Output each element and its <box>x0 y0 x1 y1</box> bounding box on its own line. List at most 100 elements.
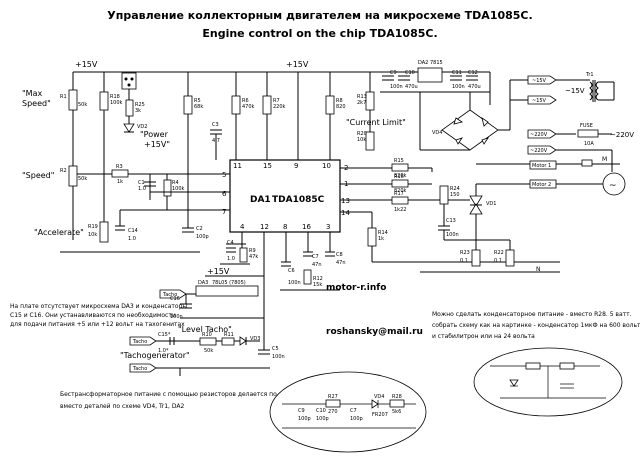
value-label: 1.0 <box>128 236 136 242</box>
pin-label: 11 <box>233 162 242 170</box>
speed-pot[interactable]: R2 50k <box>60 165 87 187</box>
value-label: 100n <box>452 84 465 90</box>
pin-label: 8 <box>283 223 287 231</box>
value-label: 0.1 <box>460 258 468 264</box>
accelerate-label: "Accelerate" <box>34 228 84 237</box>
ref-label: R2 <box>60 168 67 174</box>
motor1-tag: Motor 1 <box>529 160 557 170</box>
title-ru: Управление коллекторным двигателем на ми… <box>107 9 532 22</box>
value-label: 100k <box>172 186 185 192</box>
pin-label: 10 <box>322 162 331 170</box>
value-label: 47k <box>249 254 258 260</box>
value-label: 10A <box>584 141 594 147</box>
motor-icon: M ~ <box>581 156 626 196</box>
ref-label: R28 <box>392 394 402 400</box>
ref-label: C12 <box>468 70 478 76</box>
value-label: 78L05 (7805) <box>212 280 246 286</box>
level-tacho-pot[interactable]: R10 50k <box>199 332 217 354</box>
value-label: 68k <box>194 104 203 110</box>
accelerate-pot[interactable]: R19 10k <box>88 221 109 243</box>
tag-15v-b: ~15V <box>527 95 557 105</box>
value-label: 47n <box>312 262 322 268</box>
tag-label: Tacho <box>132 366 147 372</box>
ref-label: R23 <box>460 250 470 256</box>
r17: R17 1k22 <box>391 191 409 213</box>
ref-label: C3 <box>212 122 219 128</box>
max-speed-pot[interactable]: R1 50k <box>60 89 87 111</box>
ref-label: C4 <box>227 240 234 246</box>
c1: C1 1.0 <box>138 180 156 192</box>
value-label: 820k <box>394 188 407 194</box>
c12: C12 470u <box>466 70 481 90</box>
c7: C7 47n <box>303 251 322 268</box>
ref-label: VD4 <box>374 394 384 400</box>
c15: C15* 1.0* <box>158 332 175 354</box>
vd3-diode-icon: VD3 <box>239 336 260 346</box>
r15: R15 820k <box>391 158 409 179</box>
ref-label: R17 <box>394 191 404 197</box>
pin-label: 12 <box>260 223 269 231</box>
tag-15v-a: ~15V <box>527 75 557 85</box>
ref-label: C7 <box>350 408 357 414</box>
r13: R13 2k7 <box>357 91 375 111</box>
power-label: "Power+15V" <box>140 130 170 149</box>
triac-icon: VD1 <box>469 195 496 215</box>
ref-label: C15* <box>158 332 171 338</box>
pin-label: 9 <box>294 162 298 170</box>
pin-label: 7 <box>222 208 226 216</box>
current-limit-pot[interactable]: R20 10k <box>357 131 375 151</box>
c11: C11 100n <box>450 70 465 90</box>
ref-label: R3 <box>116 164 123 170</box>
value-label: 2k7 <box>357 100 366 106</box>
value-label: 1k <box>378 236 384 242</box>
title-en: Engine control on the chip TDA1085C. <box>202 27 437 40</box>
capacitor-supply-inset <box>473 347 623 417</box>
value-label: 470u <box>468 84 481 90</box>
r25: R25 3k <box>125 99 145 117</box>
motor-label: Motor 1 <box>532 163 551 169</box>
value-label: 50k <box>204 348 213 354</box>
ref-label: R20 <box>357 131 367 137</box>
r23: R23 0.1 <box>460 249 481 267</box>
tag-label: ~220V <box>530 148 548 154</box>
motor-ref: M <box>602 156 607 163</box>
value-label: 270 <box>328 409 338 415</box>
site-email[interactable]: roshansky@mail.ru <box>326 327 423 337</box>
r8: R8 820 <box>325 95 346 115</box>
pin-label: 15 <box>263 162 272 170</box>
ref-label: R27 <box>328 394 338 400</box>
ic-da1: DA1 TDA1085C 11 15 9 10 5 6 7 2 1 13 14 … <box>222 159 350 233</box>
ref-label: C8 <box>336 252 343 258</box>
ref-label: C11 <box>452 70 462 76</box>
value-label: 50k <box>78 176 87 182</box>
current-limit-label: "Current Limit" <box>346 118 406 127</box>
rail-label: +15V <box>75 60 98 69</box>
note-right: Можно сделать конденсаторное питание - в… <box>432 311 640 340</box>
pin-label: 16 <box>302 223 311 231</box>
value-label: 1k22 <box>394 207 406 213</box>
transformer-tr1-icon: Tr1 <box>585 72 599 102</box>
ref-label: R19 <box>88 224 98 230</box>
value-label: 470k <box>242 104 255 110</box>
power-switch[interactable] <box>121 72 137 90</box>
tag-label: Tacho <box>132 339 147 345</box>
value-label: 100p <box>316 416 329 422</box>
ref-label: R12 <box>313 276 323 282</box>
value-label: 150 <box>450 192 460 198</box>
tacho-tag-c: Tacho <box>129 363 157 373</box>
r24: R24 150 <box>439 185 460 205</box>
c2: C2 100p <box>182 226 209 240</box>
tag-label: ~15V <box>532 78 547 84</box>
ref-label: C13 <box>446 218 456 224</box>
value-label: 10k <box>88 232 97 238</box>
site-url[interactable]: motor-r.info <box>326 283 386 293</box>
tachogenerator-label: "Tachogenerator" <box>120 351 190 360</box>
speed-label: "Speed" <box>22 171 54 180</box>
ref-label: R25 <box>135 102 145 108</box>
ic-ref: DA1 <box>250 195 271 205</box>
fuse-icon[interactable]: FUSE 10A <box>577 123 599 147</box>
value-label: 5k6 <box>392 409 401 415</box>
r11: R11 <box>221 332 235 346</box>
